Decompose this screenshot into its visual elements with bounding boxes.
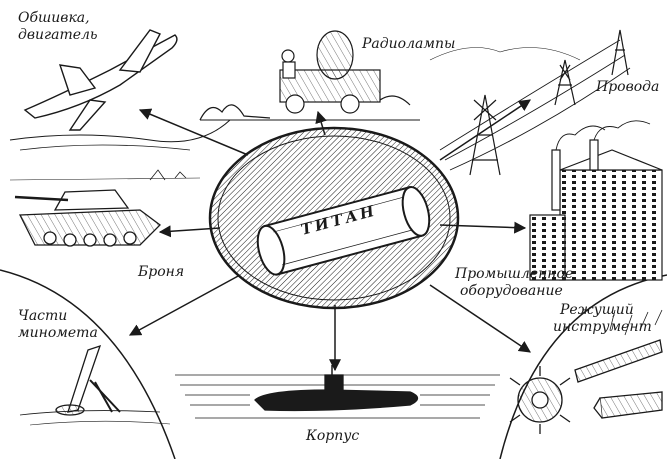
bottom-left-divider-arc xyxy=(0,269,176,459)
arrow-to-aircraft xyxy=(138,108,249,156)
label-mortar-line2: миномета xyxy=(18,325,98,341)
power-lines-illustration xyxy=(429,29,631,176)
label-industry-line1: Промышленное xyxy=(455,266,574,282)
aircraft-illustration xyxy=(9,29,231,151)
cutting-tools-illustration xyxy=(509,309,663,434)
arrow-to-wires xyxy=(439,99,531,161)
label-mortar-line1: Части xyxy=(18,308,68,324)
tank-illustration xyxy=(9,169,201,247)
label-industry-line2: оборудование xyxy=(460,283,563,299)
radar-illustration xyxy=(199,30,420,121)
label-hull: Корпус xyxy=(306,428,360,444)
label-aircraft-line1: Обшивка, xyxy=(18,10,90,26)
label-cutting-line1: Режущий xyxy=(560,302,634,318)
titanium-ingot xyxy=(256,186,431,276)
arrow-to-mortar xyxy=(128,274,241,336)
submarine-illustration xyxy=(175,365,500,419)
label-aircraft-line2: двигатель xyxy=(18,27,98,43)
factory-illustration xyxy=(529,120,663,281)
label-cutting-line2: инструмент xyxy=(553,319,652,335)
label-radio: Радиолампы xyxy=(362,36,456,52)
arrow-to-cutting xyxy=(429,284,531,353)
mortar-illustration xyxy=(19,344,171,426)
label-wires: Провода xyxy=(596,79,660,95)
label-armor: Броня xyxy=(138,264,185,280)
